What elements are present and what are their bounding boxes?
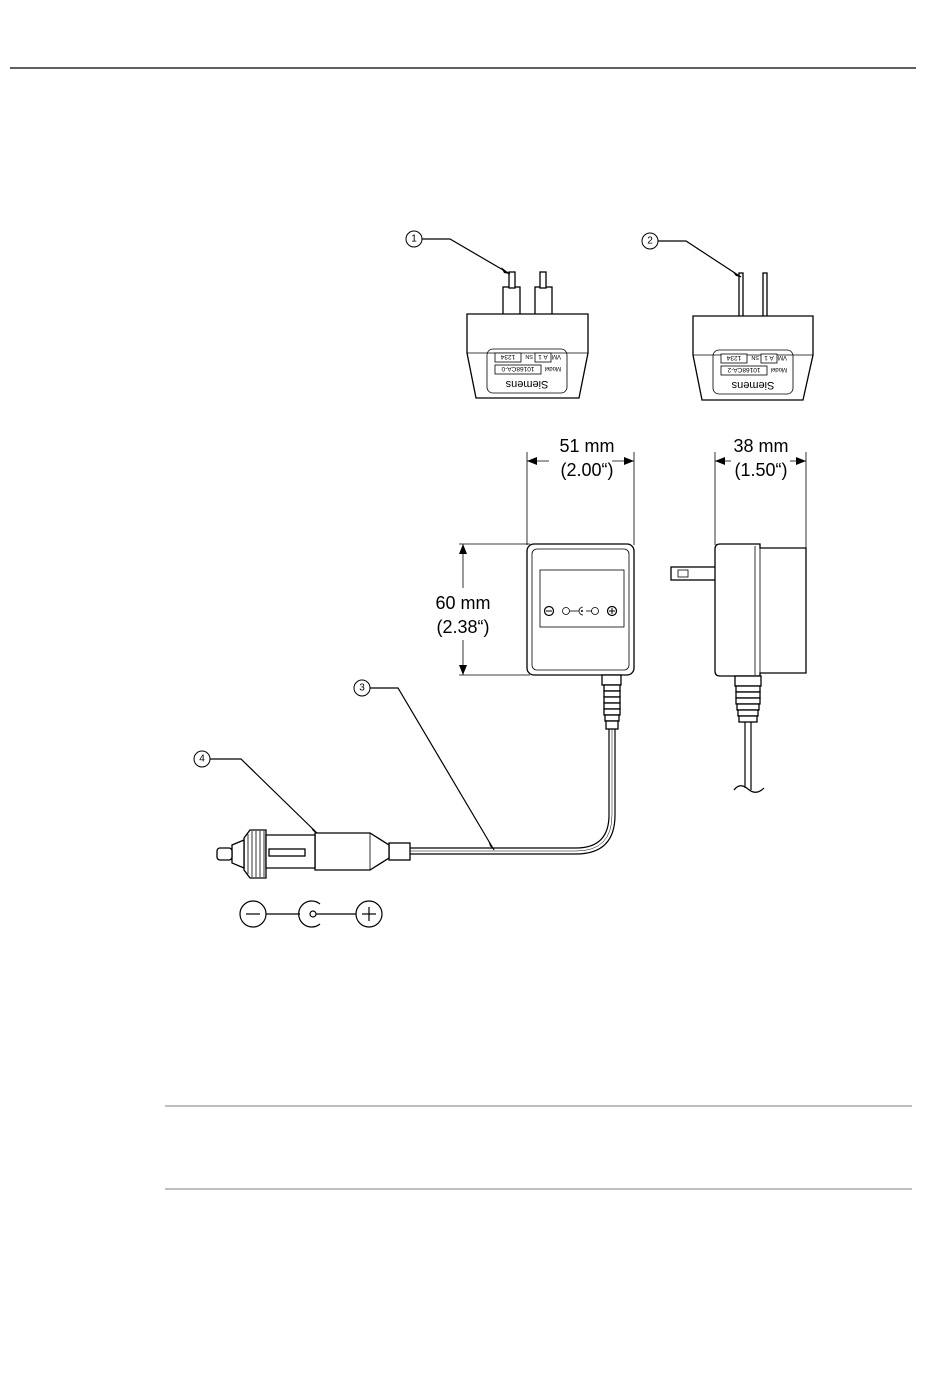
polarity-symbol bbox=[240, 901, 382, 927]
dimension-height: 60 mm (2.38“) bbox=[435, 544, 530, 675]
adapter2-vm: A 1 bbox=[764, 354, 774, 361]
svg-text:(2.38“): (2.38“) bbox=[436, 617, 489, 637]
dimension-width-side: 38 mm (1.50“) bbox=[715, 436, 806, 548]
adapter-front-view bbox=[527, 544, 634, 675]
adapter1-brand: Siemens bbox=[505, 378, 548, 390]
svg-text:2: 2 bbox=[647, 236, 653, 247]
adapter-euro-plug: Siemens Model 10168CA-0 VM A 1 SN 1234 bbox=[467, 272, 588, 398]
cable bbox=[410, 729, 615, 854]
svg-text:(1.50“): (1.50“) bbox=[734, 460, 787, 480]
adapter1-model: 10168CA-0 bbox=[501, 365, 534, 372]
callout-3: 3 bbox=[354, 680, 494, 850]
svg-text:38 mm: 38 mm bbox=[733, 436, 788, 456]
svg-text:60 mm: 60 mm bbox=[435, 593, 490, 613]
svg-text:3: 3 bbox=[359, 683, 365, 694]
dimension-width-front: 51 mm (2.00“) bbox=[527, 436, 634, 545]
car-plug bbox=[217, 830, 410, 878]
svg-text:1: 1 bbox=[411, 234, 417, 245]
svg-text:4: 4 bbox=[199, 754, 205, 765]
svg-text:51 mm: 51 mm bbox=[559, 436, 614, 456]
strain-relief-front bbox=[602, 675, 621, 729]
adapter2-sn-prefix: SN bbox=[751, 354, 759, 360]
callout-4: 4 bbox=[194, 751, 318, 834]
adapter2-model-prefix: Model bbox=[771, 366, 787, 372]
adapter1-sn-prefix: SN bbox=[525, 353, 533, 359]
adapter2-model: 10168CA-2 bbox=[727, 366, 760, 373]
adapter1-model-prefix: Model bbox=[545, 365, 561, 371]
adapter1-vm: A 1 bbox=[538, 353, 548, 360]
adapter-side-view bbox=[671, 544, 806, 792]
adapter1-vm-prefix: VM bbox=[552, 353, 561, 359]
adapter-us-plug: Siemens Model 10168CA-2 VM A 1 SN 1234 bbox=[693, 273, 813, 400]
adapter2-sn: 1234 bbox=[726, 354, 741, 361]
adapter2-brand: Siemens bbox=[731, 379, 774, 391]
adapter2-vm-prefix: VM bbox=[778, 354, 787, 360]
svg-text:(2.00“): (2.00“) bbox=[560, 460, 613, 480]
callout-2: 2 bbox=[642, 233, 741, 277]
callout-1: 1 bbox=[406, 231, 510, 274]
adapter1-sn: 1234 bbox=[500, 353, 515, 360]
